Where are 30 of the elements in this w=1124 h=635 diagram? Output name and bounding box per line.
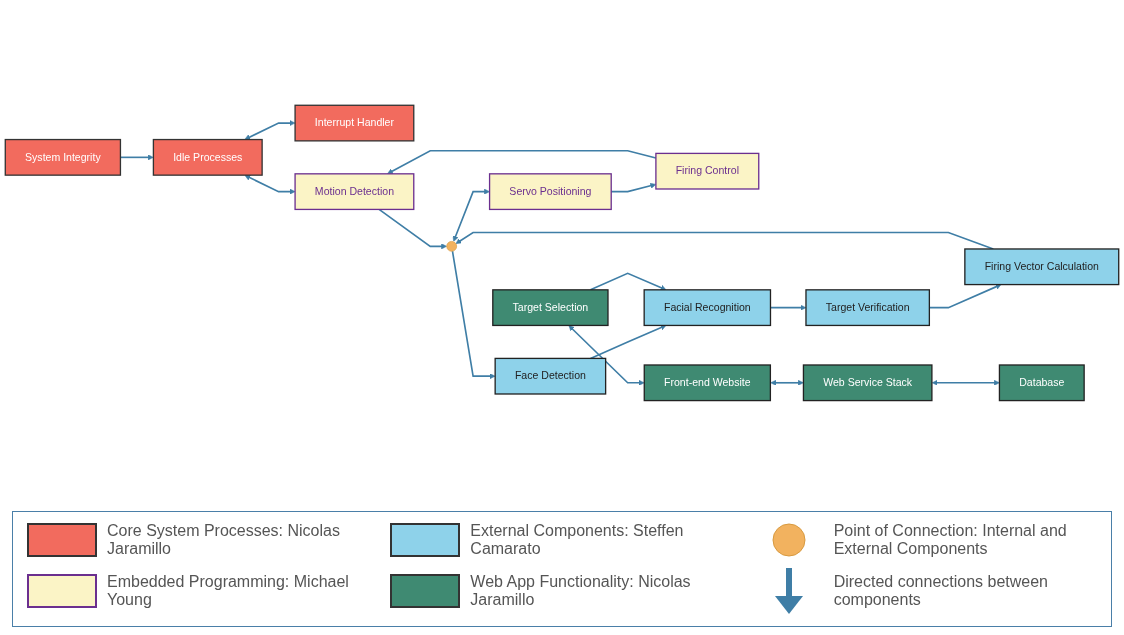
node-box: Servo Positioning	[488, 172, 612, 210]
legend-text: Point of Connection: Internal and External Components	[833, 522, 1068, 558]
node-box: Firing Vector Calculation	[964, 247, 1120, 285]
arrow	[589, 272, 667, 291]
node-box: Front-end Website	[643, 363, 772, 401]
arrow	[568, 324, 645, 386]
arrow	[770, 379, 804, 386]
node-box: System Integrity	[4, 138, 122, 176]
legend-text: Embedded Programming: Michael Young	[107, 573, 350, 609]
legend-text: External Components: Steffen Camarato	[470, 522, 685, 558]
legend-text: Core System Processes: Nicolas Jaramillo	[107, 522, 341, 558]
arrow	[452, 188, 490, 242]
node-box: Web Service Stack	[802, 363, 933, 401]
node-box: Face Detection	[494, 357, 607, 395]
node-box: Firing Control	[655, 152, 760, 190]
node-box: Target Verification	[805, 288, 930, 326]
arrow	[451, 249, 496, 379]
node-box: Target Selection	[492, 288, 609, 326]
node-box: Motion Detection	[294, 172, 415, 210]
arrow	[244, 119, 296, 140]
arrow	[931, 379, 1000, 386]
arrow	[378, 208, 447, 249]
node-box: Facial Recognition	[643, 288, 772, 326]
node-box: Database	[998, 363, 1085, 401]
node-box: Interrupt Handler	[294, 104, 415, 142]
arrow	[244, 174, 296, 195]
legend-text: Web App Functionality: Nicolas Jaramillo	[470, 573, 692, 609]
legend-text: Directed connections between components	[833, 573, 1049, 609]
node-box: Idle Processes	[152, 138, 263, 176]
node-circle	[446, 240, 457, 252]
